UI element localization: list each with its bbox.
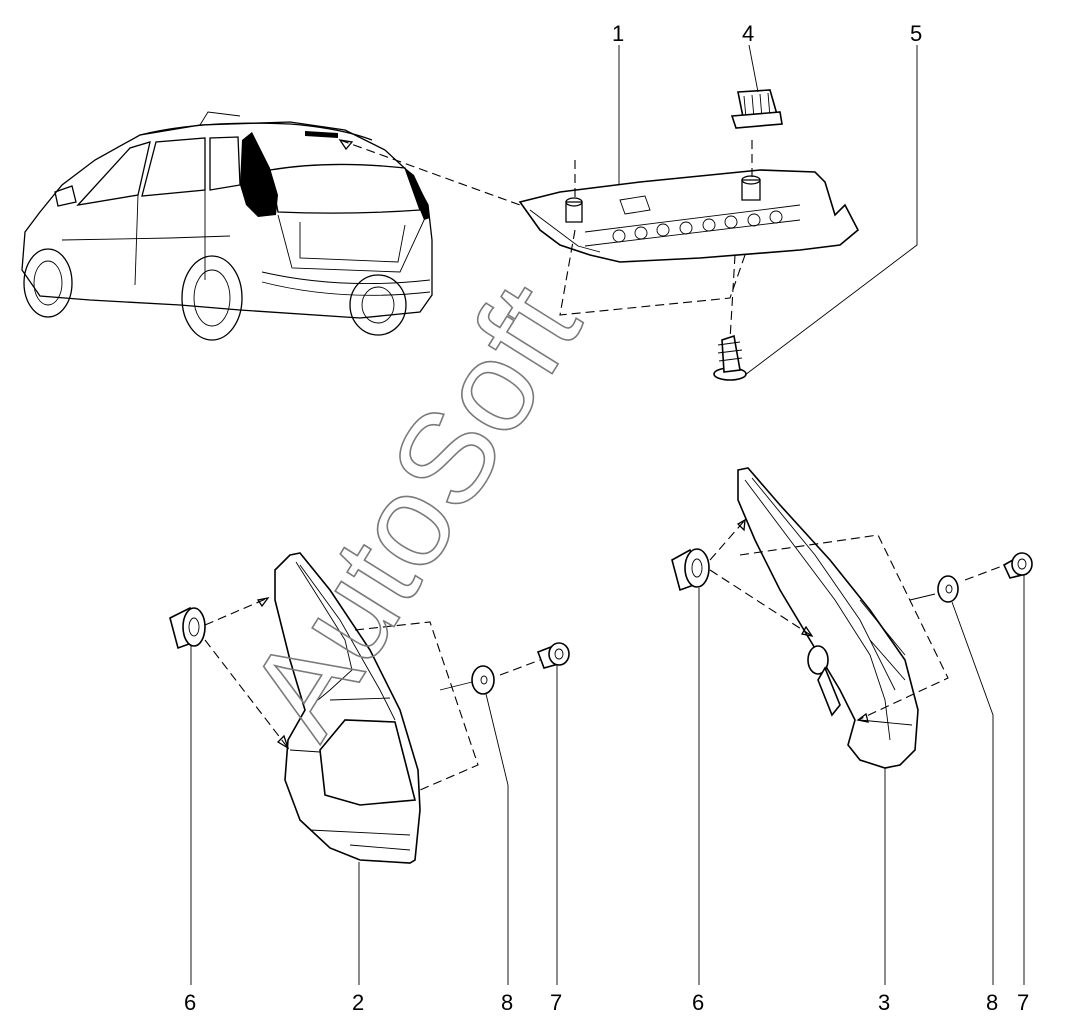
right-washer	[937, 575, 959, 603]
left-grommet	[169, 606, 206, 650]
callout-6-left: 6	[184, 990, 196, 1015]
right-screw	[1002, 552, 1033, 579]
callout-8-left: 8	[501, 990, 513, 1015]
car-to-brake-light-leader	[339, 139, 521, 206]
right-grommet	[671, 548, 710, 592]
push-clip	[713, 334, 747, 381]
car-illustration	[21, 111, 433, 341]
wiring-connector	[730, 89, 783, 129]
right-tail-lamp	[737, 467, 919, 769]
callout-3: 3	[878, 990, 890, 1015]
watermark-text: AutoSoft	[220, 260, 608, 760]
left-screw	[536, 642, 570, 669]
callout-5: 5	[910, 21, 922, 46]
left-washer	[471, 665, 495, 695]
left-tail-lamp	[274, 552, 421, 864]
callout-2: 2	[352, 990, 364, 1015]
callout-4: 4	[742, 21, 754, 46]
callout-6-right: 6	[692, 990, 704, 1015]
callout-7-right: 7	[1017, 990, 1029, 1015]
callout-leaders	[190, 44, 1025, 985]
callout-7-left: 7	[550, 990, 562, 1015]
callout-1: 1	[612, 21, 624, 46]
high-mount-brake-light	[518, 169, 860, 263]
callout-8-right: 8	[986, 990, 998, 1015]
